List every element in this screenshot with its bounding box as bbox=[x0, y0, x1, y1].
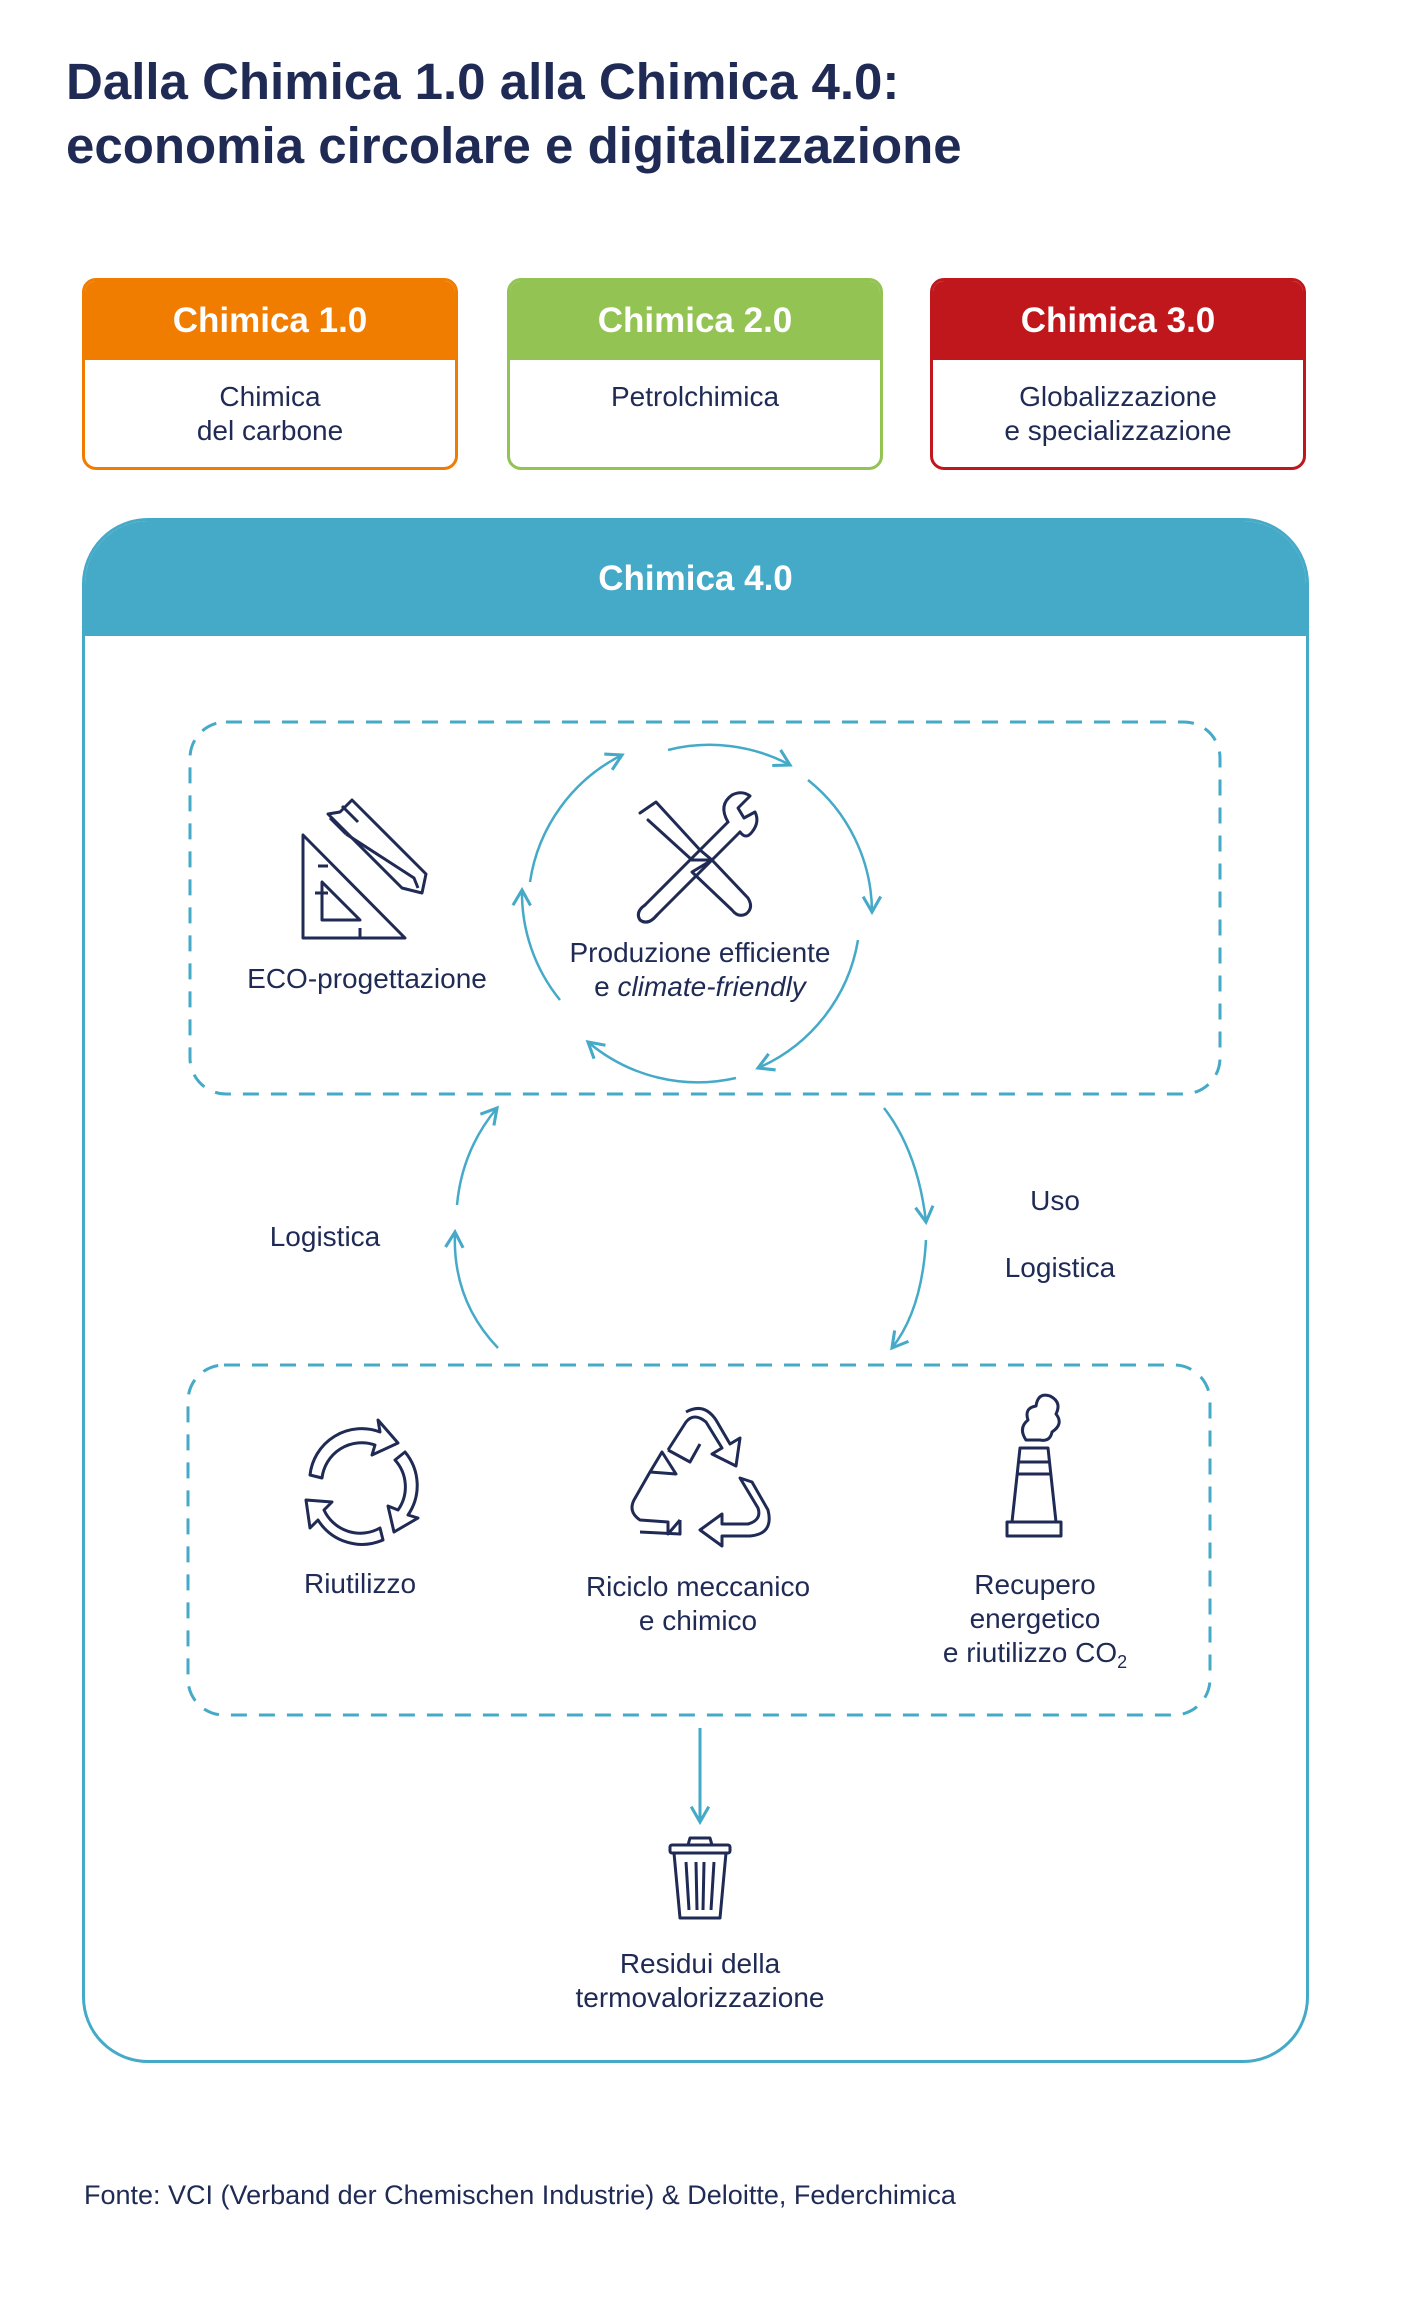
recovery-label-subscript: 2 bbox=[1117, 1652, 1128, 1672]
source-note: Fonte: VCI (Verband der Chemischen Indus… bbox=[84, 2180, 956, 2210]
reuse-arrows-icon bbox=[304, 1418, 420, 1546]
chimney-icon bbox=[1005, 1393, 1063, 1538]
recovery-label-line: e riutilizzo CO2 bbox=[900, 1636, 1170, 1672]
era-card-line: Petrolchimica bbox=[610, 381, 780, 412]
era-card-chimica-2: Chimica 2.0 Petrolchimica bbox=[507, 278, 883, 470]
era-card-title: Chimica 1.0 bbox=[85, 281, 455, 360]
era-card-description: Chimica del carbone bbox=[85, 360, 455, 448]
era-card-line: e specializzazione bbox=[1004, 415, 1232, 446]
recovery-label-prefix: e riutilizzo CO bbox=[942, 1637, 1118, 1668]
title-line-1: Dalla Chimica 1.0 alla Chimica 4.0: bbox=[66, 53, 900, 110]
era-card-line: Chimica bbox=[219, 381, 321, 412]
production-label-line: Produzione efficiente bbox=[569, 937, 831, 968]
era-card-description: Globalizzazione e specializzazione bbox=[933, 360, 1303, 448]
recovery-label-line: energetico bbox=[969, 1603, 1101, 1634]
chimica-4-panel: Chimica 4.0 bbox=[82, 518, 1309, 2063]
production-label-prefix: e bbox=[594, 971, 618, 1002]
era-card-title: Chimica 2.0 bbox=[510, 281, 880, 360]
use-label: Uso bbox=[1030, 1185, 1080, 1216]
recovery-label-line: Recupero bbox=[974, 1569, 1096, 1600]
production-label-italic: climate-friendly bbox=[617, 971, 806, 1002]
upper-dashed-group bbox=[188, 720, 1222, 1096]
era-card-chimica-1: Chimica 1.0 Chimica del carbone bbox=[82, 278, 458, 470]
era-card-chimica-3: Chimica 3.0 Globalizzazione e specializz… bbox=[930, 278, 1306, 470]
residue-label: Residui della termovalorizzazione bbox=[540, 1947, 860, 2015]
recycle-icon bbox=[630, 1406, 771, 1548]
logistics-right-label: Logistica bbox=[1004, 1252, 1116, 1283]
eco-design-label: ECO-progettazione bbox=[247, 963, 487, 994]
recycle-label-line: e chimico bbox=[638, 1605, 758, 1636]
reuse-label: Riutilizzo bbox=[303, 1568, 417, 1599]
use-logistics-right-arrows bbox=[883, 1107, 935, 1351]
wrench-screwdriver-icon bbox=[636, 791, 759, 924]
logistics-left-arrows bbox=[444, 1105, 499, 1349]
recycle-label: Riciclo meccanico e chimico bbox=[548, 1570, 848, 1638]
era-card-line: Globalizzazione bbox=[1019, 381, 1217, 412]
production-cycle-arrows bbox=[511, 743, 883, 1084]
residue-label-line: Residui della bbox=[619, 1948, 781, 1979]
production-label-line: e climate-friendly bbox=[540, 970, 860, 1004]
title-line-2: economia circolare e digitalizzazione bbox=[66, 117, 962, 174]
logistics-left-label: Logistica bbox=[269, 1221, 381, 1252]
recovery-label: Recupero energetico e riutilizzo CO2 bbox=[900, 1568, 1170, 1672]
chimica-4-title: Chimica 4.0 bbox=[85, 521, 1306, 636]
era-card-title: Chimica 3.0 bbox=[933, 281, 1303, 360]
residue-label-line: termovalorizzazione bbox=[575, 1982, 825, 2013]
production-label: Produzione efficiente e climate-friendly bbox=[540, 936, 860, 1004]
ruler-pencil-icon bbox=[301, 798, 428, 940]
era-card-description: Petrolchimica bbox=[510, 360, 880, 414]
recycle-label-line: Riciclo meccanico bbox=[585, 1571, 811, 1602]
page-title: Dalla Chimica 1.0 alla Chimica 4.0: econ… bbox=[66, 50, 1316, 178]
trash-bin-icon bbox=[668, 1836, 732, 1920]
era-card-line: del carbone bbox=[196, 415, 344, 446]
